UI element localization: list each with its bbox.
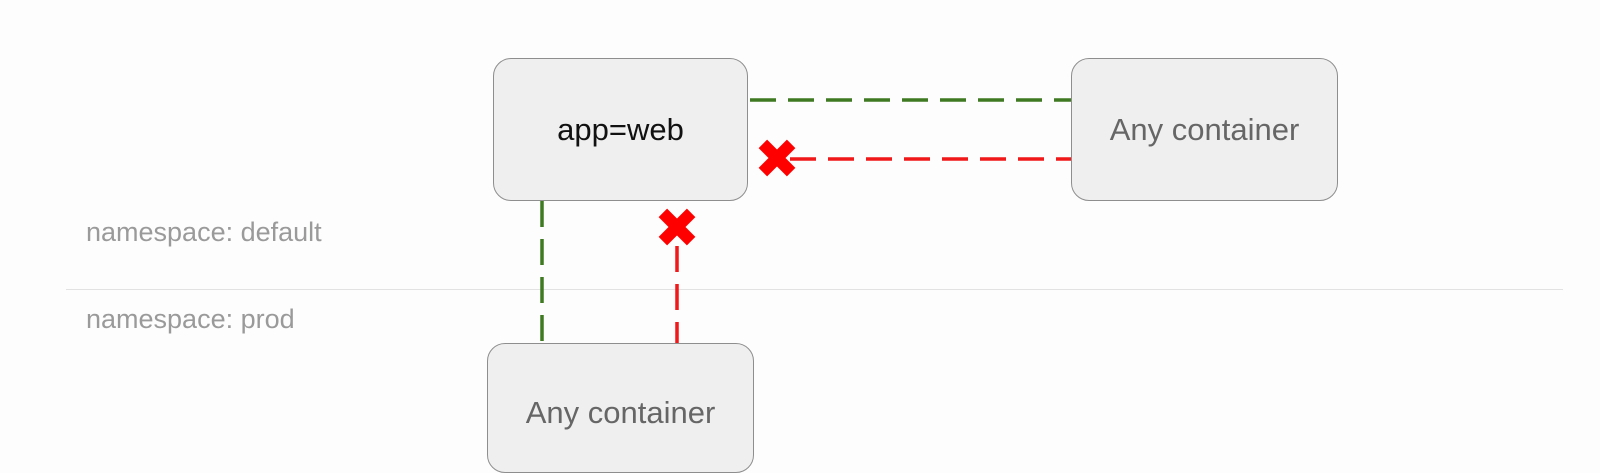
- node-any-container-default-label: Any container: [1109, 111, 1300, 147]
- node-app-web: app=web: [493, 58, 748, 201]
- namespace-label-prod: namespace: prod: [86, 304, 295, 334]
- namespace-divider: [66, 289, 1563, 290]
- node-any-container-default: Any container: [1071, 58, 1338, 201]
- x-mark-icon: [658, 208, 696, 246]
- namespace-label-default: namespace: default: [86, 217, 322, 247]
- node-any-container-prod-label: Any container: [525, 395, 716, 430]
- network-policy-diagram: namespace: default namespace: prod app=w…: [66, 58, 1563, 473]
- node-any-container-prod: Any container: [487, 343, 754, 473]
- connection-lines: [540, 98, 1071, 343]
- node-app-web-label: app=web: [557, 111, 684, 147]
- x-mark-icon: [758, 139, 796, 177]
